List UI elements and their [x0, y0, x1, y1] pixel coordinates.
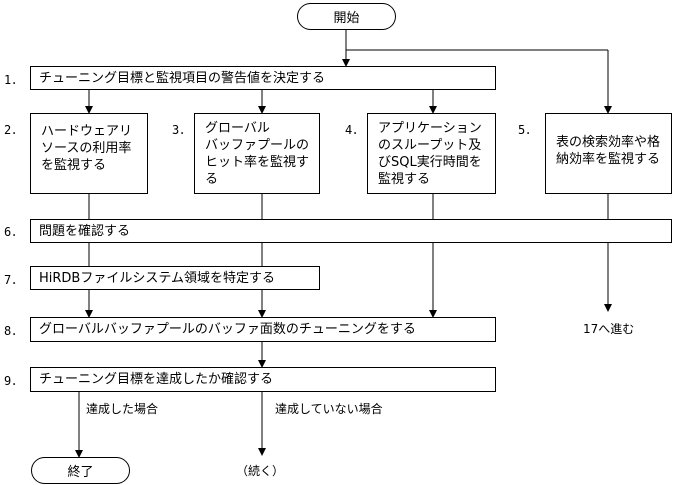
end-terminal: 終了 [31, 457, 130, 484]
step-number-8: 8． [4, 324, 24, 338]
step-2-box: ハードウェアリ ソースの利用率 を監視する [30, 113, 148, 194]
step-9-box: チューニング目標を達成したか確認する [30, 367, 496, 392]
step-number-6: 6． [4, 225, 24, 239]
step-1-box: チューニング目標と監視項目の警告値を決定する [30, 66, 496, 90]
step-number-7: 7． [4, 273, 24, 287]
step-number-3: 3． [172, 123, 192, 137]
achieved-branch-label: 達成した場合 [86, 402, 159, 416]
step-8-box: グローバルバッファプールのバッファ面数のチューニングをする [30, 317, 496, 342]
start-terminal: 開始 [297, 3, 396, 30]
step-number-2: 2． [4, 123, 24, 137]
step-number-9: 9． [4, 374, 24, 388]
not-achieved-branch-label: 達成していない場合 [275, 402, 383, 416]
step-number-5: 5． [518, 123, 538, 137]
step-4-box: アプリケーション のスループット及 びSQL実行時間を 監視する [367, 113, 496, 194]
step-3-box: グローバル バッファプールの ヒット率を監視す る [194, 113, 320, 194]
step-5-box: 表の検索効率や格 納効率を監視する [545, 113, 672, 194]
goto-step-17-label: 17へ進む [583, 322, 635, 336]
step-number-1: 1． [4, 73, 24, 87]
step-6-box: 問題を確認する [30, 219, 672, 243]
continued-label: （続く） [236, 464, 285, 478]
step-7-box: HiRDBファイルシステム領域を特定する [30, 266, 320, 290]
step-number-4: 4． [345, 123, 365, 137]
